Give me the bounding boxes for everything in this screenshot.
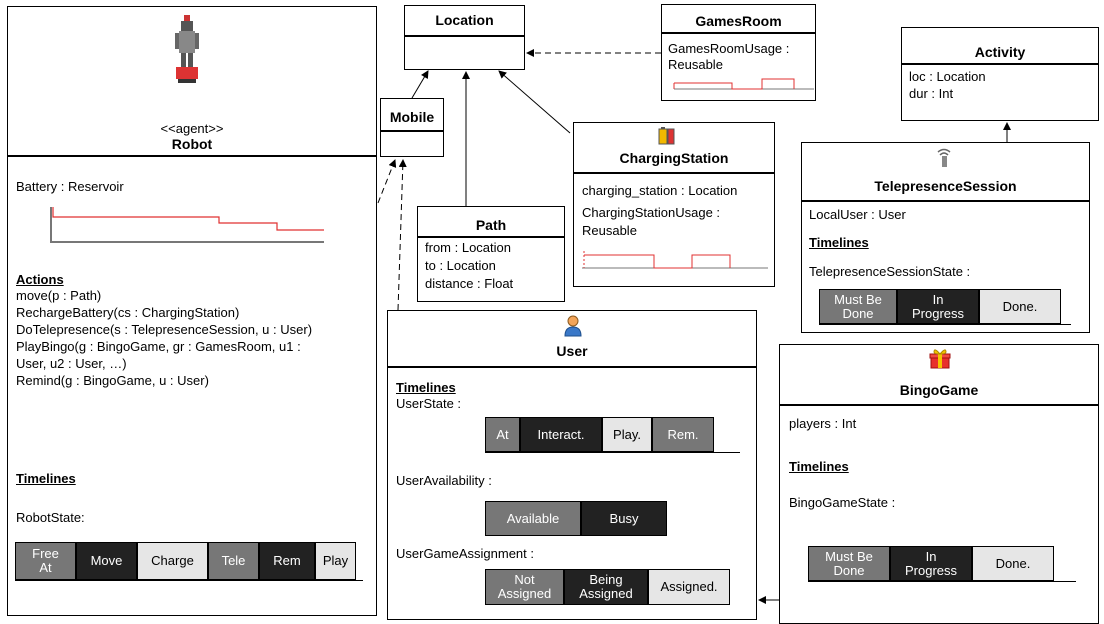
location-title: Location: [435, 12, 494, 28]
path-title: Path: [475, 217, 507, 233]
robot-action: PlayBingo(g : BingoGame, gr : GamesRoom,…: [16, 339, 301, 354]
user-to-mobile-arrow: [397, 159, 407, 311]
charging-station-attr: ChargingStationUsage :: [582, 205, 721, 220]
bingo-title: BingoGame: [899, 382, 979, 398]
robot-class: <<agent>> Robot Battery : Reservoir Acti…: [7, 6, 377, 616]
robot-state-free-at: Free At: [15, 542, 76, 580]
robot-timelines-heading: Timelines: [16, 471, 76, 486]
robot-state-tele: Tele: [208, 542, 259, 580]
robot-title: Robot: [171, 136, 213, 152]
activity-title: Activity: [974, 44, 1026, 60]
mobile-class: Mobile: [380, 98, 444, 157]
charging-station-attr: charging_station : Location: [582, 183, 738, 198]
robot-icon: [175, 15, 199, 83]
battery-icon: [658, 127, 675, 145]
bingo-state-must-be-done: Must Be Done: [808, 546, 890, 581]
telepresence-state-in-progress: In Progress: [897, 289, 979, 324]
games-room-attr: GamesRoomUsage :: [668, 41, 790, 56]
timeline-axis: [819, 324, 1071, 325]
bingo-timelines-heading: Timelines: [789, 459, 849, 474]
robot-stereotype: <<agent>>: [160, 121, 224, 136]
robot-action: RechargeBattery(cs : ChargingStation): [16, 305, 240, 320]
robot-action: DoTelepresence(s : TelepresenceSession, …: [16, 322, 313, 337]
telepresence-timeline-label: TelepresenceSessionState :: [809, 264, 971, 279]
activity-class: Activity loc : Location dur : Int: [901, 27, 1099, 121]
telepresence-timelines-heading: Timelines: [809, 235, 869, 250]
timeline-axis: [808, 581, 1076, 582]
telepresence-title: TelepresenceSession: [874, 178, 1017, 194]
user-title: User: [556, 343, 588, 359]
robot-state-charge: Charge: [137, 542, 208, 580]
path-attr: to : Location: [425, 258, 496, 273]
mobile-to-location-arrow: [411, 70, 429, 99]
charging-to-location-arrow: [498, 70, 571, 134]
telepresence-state-must-be-done: Must Be Done: [819, 289, 897, 324]
robot-state-move: Move: [76, 542, 137, 580]
divider: [902, 63, 1098, 65]
divider: [780, 404, 1098, 406]
mobile-title: Mobile: [389, 109, 435, 125]
antenna-icon: [937, 148, 951, 167]
divider: [574, 172, 774, 174]
user-state-play: Play.: [602, 417, 652, 452]
charging-usage-plot: [582, 251, 768, 269]
divider: [381, 130, 443, 132]
actions-heading: Actions: [16, 272, 64, 287]
activity-attr: loc : Location: [909, 69, 986, 84]
user-assignment-not-assigned: Not Assigned: [485, 569, 564, 605]
user-timelines-heading: Timelines: [396, 380, 456, 395]
gift-icon: [929, 349, 951, 369]
robot-attribute: Battery : Reservoir: [16, 179, 124, 194]
robot-action: User, u2 : User, …): [16, 356, 127, 371]
path-attr: distance : Float: [425, 276, 514, 291]
user-assignment-label: UserGameAssignment :: [396, 546, 534, 561]
divider: [802, 200, 1089, 202]
robot-state-rem: Rem: [259, 542, 315, 580]
user-state-label: UserState :: [396, 396, 462, 411]
divider: [662, 32, 815, 34]
battery-reservoir-plot: [50, 207, 324, 243]
divider: [405, 35, 524, 37]
user-assignment-being-assigned: Being Assigned: [564, 569, 648, 605]
charging-station-title: ChargingStation: [619, 150, 729, 166]
user-availability-label: UserAvailability :: [396, 473, 492, 488]
robot-timeline-label: RobotState:: [16, 510, 85, 525]
robot-action: Remind(g : BingoGame, u : User): [16, 373, 209, 388]
charging-station-attr: Reusable: [582, 223, 637, 238]
user-state-rem: Rem.: [652, 417, 714, 452]
user-availability-available: Available: [485, 501, 581, 536]
games-room-usage-plot: [673, 78, 814, 90]
robot-to-mobile-arrow: [377, 159, 397, 204]
user-icon: [564, 315, 582, 337]
robot-state-play: Play: [315, 542, 356, 580]
telepresence-session-class: TelepresenceSession LocalUser : User Tim…: [801, 142, 1090, 333]
user-class: User Timelines UserState : At Interact. …: [387, 310, 757, 620]
bingo-state-in-progress: In Progress: [890, 546, 972, 581]
path-class: Path from : Location to : Location dista…: [417, 206, 565, 302]
divider: [8, 155, 376, 157]
location-class: Location: [404, 5, 525, 70]
robot-action: move(p : Path): [16, 288, 102, 303]
timeline-axis: [15, 580, 363, 581]
user-assignment-assigned: Assigned.: [648, 569, 730, 605]
activity-attr: dur : Int: [909, 86, 954, 101]
divider: [388, 366, 756, 368]
telepresence-attr: LocalUser : User: [809, 207, 906, 222]
bingo-timeline-label: BingoGameState :: [789, 495, 896, 510]
relation-lines: [377, 49, 1011, 604]
user-state-interact: Interact.: [520, 417, 602, 452]
telepresence-state-done: Done.: [979, 289, 1061, 324]
bingo-state-done: Done.: [972, 546, 1054, 581]
timeline-axis: [485, 452, 740, 453]
games-room-title: GamesRoom: [695, 13, 782, 29]
bingo-attr: players : Int: [789, 416, 857, 431]
bingo-game-class: BingoGame players : Int Timelines BingoG…: [779, 344, 1099, 624]
games-room-attr: Reusable: [668, 57, 723, 72]
divider: [418, 236, 564, 238]
path-attr: from : Location: [425, 240, 511, 255]
user-availability-busy: Busy: [581, 501, 667, 536]
user-state-at: At: [485, 417, 520, 452]
games-room-class: GamesRoom GamesRoomUsage : Reusable: [661, 4, 816, 101]
charging-station-class: ChargingStation charging_station : Locat…: [573, 122, 775, 287]
